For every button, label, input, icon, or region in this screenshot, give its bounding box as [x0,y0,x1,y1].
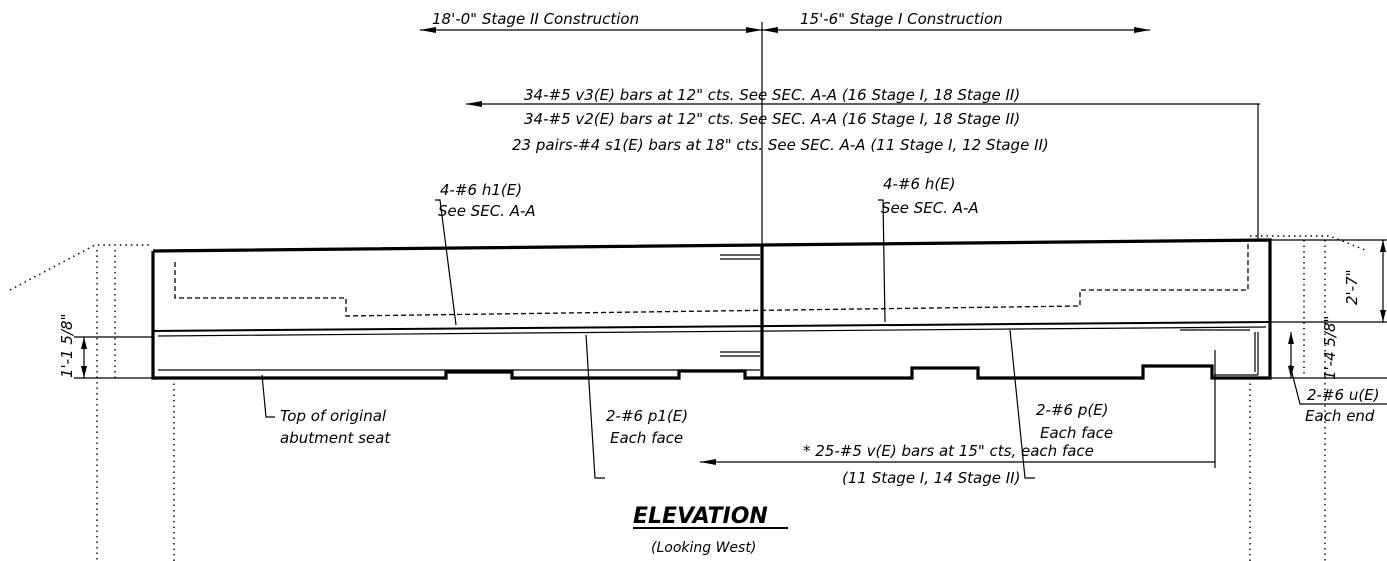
lap-bars [720,254,1259,376]
bar-notes-dimension [466,101,1260,240]
elevation-subtitle: (Looking West) [651,540,756,556]
top-seat-label-1: Top of original [280,407,387,425]
top-seat-label-2: abutment seat [280,429,391,447]
left-height-label: 1'-1 5/8" [58,314,76,378]
stage1-label: 15'-6" Stage I Construction [800,10,1003,28]
h-bars-dashed [174,244,1249,317]
callout-leaders [261,199,1035,479]
p-face: Each face [1040,424,1113,442]
v-bars-dimension [700,350,1216,468]
left-abutment-outline [9,244,175,561]
h-ref: See SEC. A-A [881,199,979,217]
right-upper-label: 2'-7" [1343,269,1361,305]
concrete-outline [151,238,1272,380]
v-bars-stages: (11 Stage I, 14 Stage II) [842,469,1020,487]
u-end: Each end [1305,407,1375,425]
right-height-dimensions [1270,239,1387,379]
p-callout: 2-#6 p(E) [1036,401,1109,419]
h-callout: 4-#6 h(E) [883,175,956,193]
v-bars-note: * 25-#5 v(E) bars at 15" cts, each face [803,442,1094,460]
stage2-label: 18'-0" Stage II Construction [432,10,639,28]
p1-callout: 2-#6 p1(E) [606,407,688,425]
p1-face: Each face [610,429,683,447]
u-callout: 2-#6 u(E) [1307,386,1380,404]
v3-bars-note: 34-#5 v3(E) bars at 12" cts. See SEC. A-… [524,86,1020,104]
h1-callout: 4-#6 h1(E) [440,181,522,199]
v2-bars-note: 34-#5 v2(E) bars at 12" cts. See SEC. A-… [524,110,1020,128]
right-abutment-outline [1249,235,1366,561]
left-height-dimension [74,336,153,379]
s1-bars-note: 23 pairs-#4 s1(E) bars at 18" cts. See S… [512,136,1049,154]
elevation-title: ELEVATION [633,504,768,529]
right-lower-label: 1'-4 5/8" [1321,316,1339,380]
h1-ref: See SEC. A-A [438,202,536,220]
